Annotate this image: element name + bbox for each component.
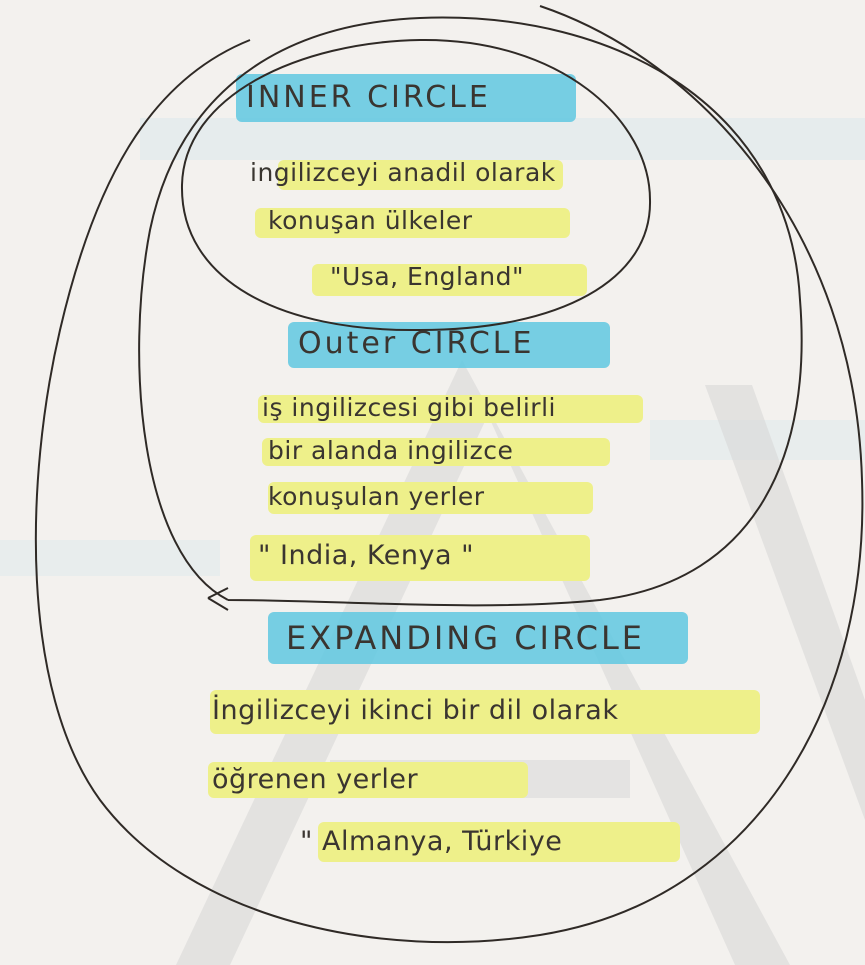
outer-circle-outline	[138, 16, 803, 607]
inner-circle-outline	[180, 38, 652, 332]
outer-circle-arrowhead	[207, 587, 229, 611]
outer-circle-line: konuşulan yerler	[268, 482, 485, 511]
outer-circle-line: iş ingilizcesi gibi belirli	[262, 393, 556, 422]
outer-circle-title: Outer CIRCLE	[298, 326, 535, 361]
expanding-title-highlight	[268, 612, 688, 664]
expanding-line-highlight	[210, 690, 760, 734]
expanding-circle-line: öğrenen yerler	[212, 764, 419, 795]
bleed-through-band	[140, 118, 865, 160]
expanding-circle-line: " Almanya, Türkiye	[300, 826, 563, 857]
inner-circle-title: INNER CIRCLE	[246, 80, 491, 115]
inner-line-highlight	[312, 264, 587, 296]
inner-circle-line: "Usa, England"	[330, 262, 525, 291]
expanding-line-highlight	[318, 822, 680, 862]
outer-line-highlight	[258, 395, 643, 423]
watermark-i-stroke	[705, 385, 865, 820]
inner-circle-line: konuşan ülkeler	[268, 206, 473, 235]
expanding-circle-line: İngilizceyi ikinci bir dil olarak	[212, 695, 619, 726]
inner-line-highlight	[278, 160, 563, 190]
outer-line-highlight	[268, 482, 593, 514]
expanding-line-highlight	[208, 762, 528, 798]
outer-circle-line: bir alanda ingilizce	[268, 436, 514, 465]
expanding-circle-title: EXPANDING CIRCLE	[286, 619, 646, 657]
inner-line-highlight	[255, 208, 570, 238]
outer-circle-line: " India, Kenya "	[258, 540, 475, 571]
expanding-circle-outline	[34, 5, 864, 944]
outer-line-highlight	[262, 438, 610, 466]
inner-circle-line: ingilizceyi anadil olarak	[250, 158, 556, 187]
outer-line-highlight	[250, 535, 590, 581]
inner-title-highlight	[236, 74, 576, 122]
